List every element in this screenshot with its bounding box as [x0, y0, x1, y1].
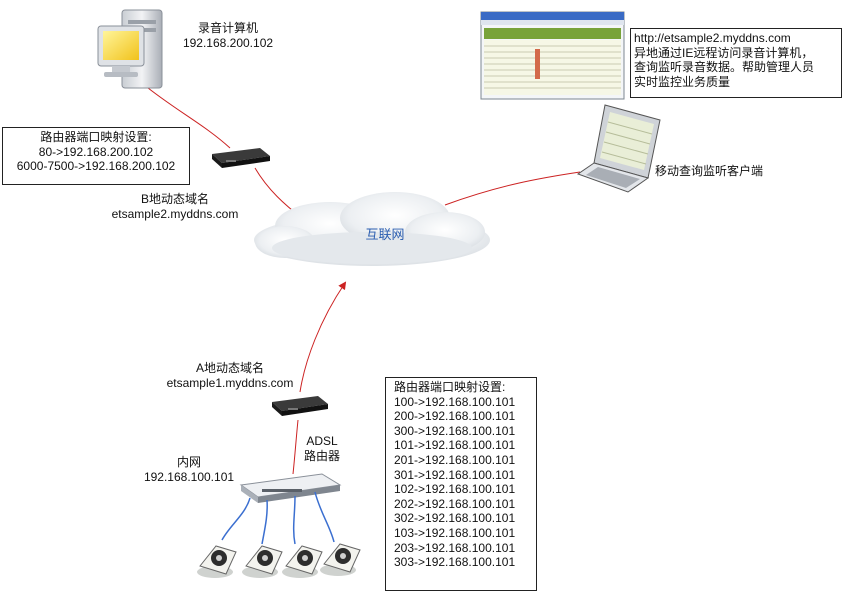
remote-note-line: 异地通过IE远程访问录音计算机， — [634, 45, 814, 60]
cable-1 — [221, 497, 251, 541]
mapping-a-line: 101->192.168.100.101 — [394, 438, 516, 453]
mapping-a-line: 300->192.168.100.101 — [394, 423, 516, 438]
mapping-a-line: 203->192.168.100.101 — [394, 540, 516, 555]
laptop-icon — [576, 104, 661, 193]
mapping-a-line: 102->192.168.100.101 — [394, 482, 516, 497]
domain-a-label: A地动态域名 etsample1.myddns.com — [160, 361, 300, 391]
mapping-b-line: 80->192.168.200.102 — [38, 144, 154, 159]
adsl-router-line1: ADSL — [306, 434, 338, 448]
cable-4 — [314, 491, 335, 543]
recorder-name: 录音计算机 — [197, 21, 258, 35]
cable-3 — [292, 495, 296, 545]
domain-a-host: etsample1.myddns.com — [166, 376, 294, 390]
mapping-a-title: 路由器端口映射设置: — [394, 380, 506, 394]
phone-icon-2 — [242, 545, 283, 578]
remote-note-line: 实时监控业务质量 — [634, 74, 731, 89]
mapping-a-line: 103->192.168.100.101 — [394, 525, 516, 540]
phone-icon-4 — [320, 543, 361, 576]
lan-ip: 192.168.100.101 — [143, 470, 235, 484]
domain-a-title: A地动态域名 — [195, 361, 264, 375]
lan-label: 内网 192.168.100.101 — [134, 455, 244, 485]
lan-title: 内网 — [176, 455, 201, 469]
remote-note-line: http://etsample2.myddns.com — [634, 31, 791, 45]
router-a-icon — [272, 396, 328, 416]
router-b-icon — [212, 148, 270, 168]
recorder-label: 录音计算机 192.168.200.102 — [178, 21, 278, 51]
mapping-a-line: 303->192.168.100.101 — [394, 555, 516, 570]
mapping-b-line: 6000-7500->192.168.200.102 — [16, 159, 176, 174]
mapping-a-box: 路由器端口映射设置: 100->192.168.100.101 200->192… — [385, 377, 537, 591]
adsl-router-line2: 路由器 — [303, 449, 340, 463]
domain-b-title: B地动态域名 — [140, 192, 209, 206]
adsl-router-label: ADSL 路由器 — [297, 434, 347, 464]
link-internet-mobile — [444, 171, 581, 206]
internet-label: 互联网 — [365, 227, 405, 242]
recorder-ip: 192.168.200.102 — [182, 36, 274, 50]
mapping-a-line: 302->192.168.100.101 — [394, 511, 516, 526]
mapping-a-line: 201->192.168.100.101 — [394, 452, 516, 467]
phone-icon-3 — [282, 545, 323, 578]
remote-note-box: http://etsample2.myddns.com 异地通过IE远程访问录音… — [630, 28, 842, 98]
mapping-a-line: 202->192.168.100.101 — [394, 496, 516, 511]
domain-b-label: B地动态域名 etsample2.myddns.com — [95, 192, 255, 222]
recorder-computer-icon — [97, 9, 163, 89]
internet-cloud-icon — [254, 192, 490, 266]
mapping-b-box: 路由器端口映射设置: 80->192.168.200.102 6000-7500… — [2, 127, 190, 185]
browser-screenshot-icon — [480, 11, 625, 100]
link-recorder-router — [142, 83, 231, 149]
mapping-b-title: 路由器端口映射设置: — [40, 130, 152, 144]
link-routera-internet — [299, 281, 347, 393]
mapping-a-line: 200->192.168.100.101 — [394, 409, 516, 424]
mapping-a-line: 100->192.168.100.101 — [394, 394, 516, 409]
mobile-client-label: 移动查询监听客户端 — [655, 164, 764, 178]
mapping-a-line: 301->192.168.100.101 — [394, 467, 516, 482]
remote-note-line: 查询监听录音数据。帮助管理人员 — [634, 60, 815, 75]
cable-2 — [261, 499, 268, 545]
link-routera-switch — [292, 419, 299, 475]
domain-b-host: etsample2.myddns.com — [111, 207, 239, 221]
phone-icon-1 — [197, 545, 237, 578]
switch-icon — [239, 473, 342, 503]
